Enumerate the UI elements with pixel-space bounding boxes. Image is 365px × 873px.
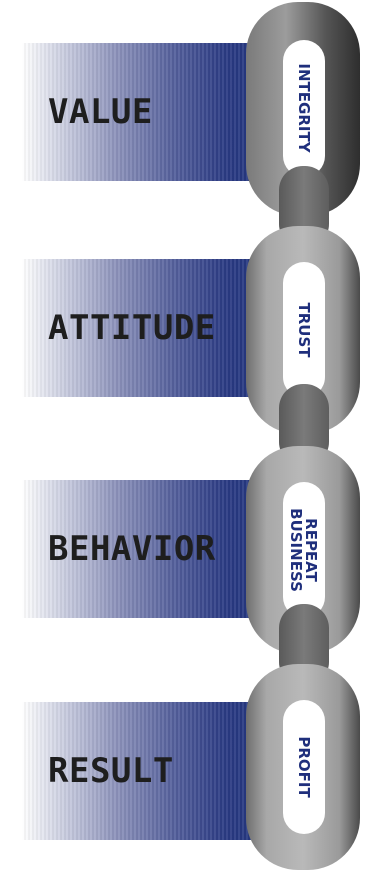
link-text-profit: PROFIT — [295, 736, 313, 798]
result-label: RESULT — [48, 751, 174, 791]
chain-link-trust-hole — [283, 262, 325, 398]
value-label: VALUE — [48, 92, 153, 132]
chain-link-repeat-business-hole — [283, 482, 325, 618]
chain-link-integrity: INTEGRITY — [246, 2, 360, 216]
link-text-integrity: INTEGRITY — [295, 63, 313, 153]
chain-link-repeat-business: REPEAT BUSINESS — [246, 446, 360, 654]
chain-link-profit: PROFIT — [246, 664, 360, 870]
link-text-business: BUSINESS — [287, 508, 305, 592]
attitude-band — [22, 259, 260, 397]
link-text-trust: TRUST — [295, 303, 313, 359]
chain-link-profit-hole — [283, 700, 325, 834]
behavior-label: BEHAVIOR — [48, 529, 216, 569]
attitude-label: ATTITUDE — [48, 308, 216, 348]
attitude-band-texture — [22, 259, 260, 397]
chain-connector-2 — [279, 384, 329, 466]
behavior-band — [22, 480, 260, 618]
value-band-texture — [22, 43, 260, 181]
behavior-band-texture — [22, 480, 260, 618]
result-band-texture — [22, 702, 260, 840]
link-text-repeat: REPEAT — [302, 518, 320, 582]
chain-link-integrity-hole — [283, 40, 325, 177]
chain-link-trust: TRUST — [246, 226, 360, 434]
result-band — [22, 702, 260, 840]
value-band — [22, 43, 260, 181]
